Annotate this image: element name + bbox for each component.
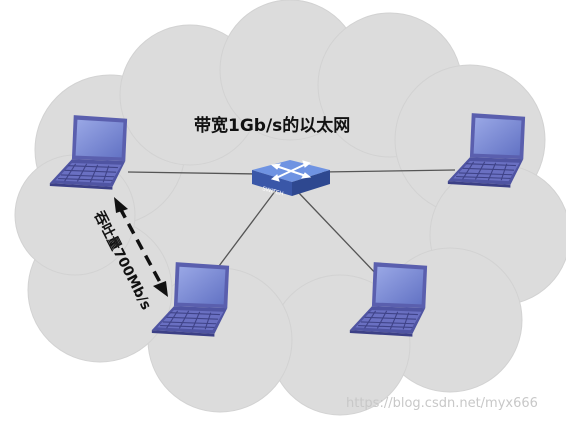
cloud-background bbox=[14, 0, 566, 416]
network-links bbox=[127, 169, 456, 279]
link-bottom-left bbox=[209, 189, 277, 279]
link-bottom-right bbox=[297, 191, 381, 279]
switch-label: SWITCH bbox=[261, 186, 283, 197]
diagram-title: 带宽1Gb/s的以太网 bbox=[194, 115, 350, 136]
link-top-left bbox=[127, 171, 259, 175]
watermark: https://blog.csdn.net/myx666 bbox=[346, 396, 538, 411]
switch-icon: SWITCH bbox=[252, 160, 330, 198]
double-arrow-icon bbox=[114, 197, 168, 297]
link-top-right bbox=[321, 169, 456, 173]
